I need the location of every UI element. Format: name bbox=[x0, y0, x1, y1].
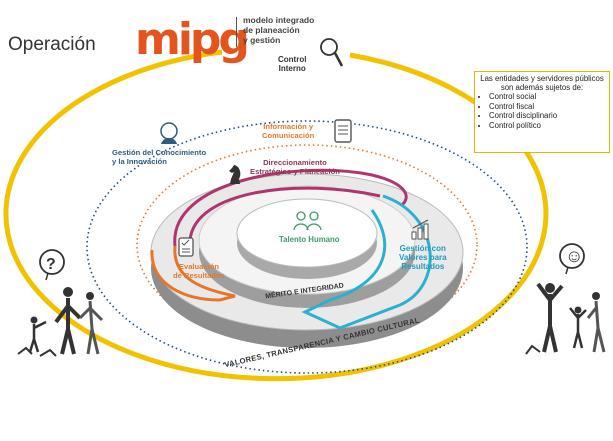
label-talento-humano: Talento Humano bbox=[279, 235, 340, 244]
left-family-illustration bbox=[17, 249, 104, 357]
question-bubble-text: ? bbox=[46, 256, 56, 273]
label-direccionamiento: Direccionamiento Estratégico y Planeació… bbox=[250, 158, 340, 176]
list-item: Control fiscal bbox=[489, 102, 605, 112]
label-line: Gestión del Conocimiento bbox=[112, 148, 207, 157]
list-item: Control disciplinario bbox=[489, 111, 605, 121]
control-interno-line: Control bbox=[278, 55, 307, 64]
label-line: Gestión con bbox=[399, 244, 446, 253]
label-line: y la Innovación bbox=[112, 157, 167, 166]
right-family-illustration bbox=[525, 243, 606, 355]
chess-knight-icon bbox=[229, 165, 241, 184]
evaluacion-arrow bbox=[150, 245, 236, 302]
outer-yellow-ring bbox=[3, 49, 549, 382]
label-informacion: Información y Comunicación bbox=[262, 122, 314, 140]
label-line: Estratégico y Planeación bbox=[250, 167, 340, 176]
control-interno-label: Control Interno bbox=[278, 55, 306, 73]
smile-bubble-text: ☺ bbox=[565, 246, 584, 266]
document-icon bbox=[334, 119, 352, 143]
bar-chart-icon bbox=[411, 219, 429, 240]
label-line: Direccionamiento bbox=[263, 158, 327, 167]
gestion-valores-arrow bbox=[301, 194, 432, 330]
logo-divider bbox=[236, 17, 237, 47]
dotted-ring-orange bbox=[136, 144, 478, 346]
people-group-icon bbox=[293, 211, 322, 231]
magnifier-icon bbox=[320, 38, 344, 67]
checklist-icon bbox=[178, 237, 194, 257]
label-line: Valores para bbox=[399, 253, 447, 262]
label-evaluacion: Evaluación de Resultados bbox=[173, 262, 225, 280]
label-gestion-valores: Gestión con Valores para Resultados bbox=[399, 244, 447, 271]
label-gestion-conocimiento: Gestión del Conocimiento y la Innovación bbox=[112, 148, 206, 166]
label-line: Evaluación bbox=[178, 262, 219, 271]
list-item: Control social bbox=[489, 92, 605, 102]
info-box-title-line: Las entidades y servidores públicos bbox=[480, 74, 604, 83]
control-interno-line: Interno bbox=[278, 64, 306, 73]
mipg-logo: mipg bbox=[135, 14, 250, 65]
logo-subtitle-line: y gestión bbox=[243, 35, 281, 45]
direccionamiento-arrow bbox=[173, 168, 408, 247]
label-line: Resultados bbox=[401, 262, 445, 271]
logo-subtitle-line: de planeación bbox=[243, 25, 300, 35]
info-box-title: Las entidades y servidores públicos son … bbox=[479, 74, 605, 92]
list-item: Control político bbox=[489, 121, 605, 131]
logo-subtitle-line: modelo integrado bbox=[243, 15, 315, 25]
section-title: Operación bbox=[8, 34, 96, 55]
info-box: Las entidades y servidores públicos son … bbox=[474, 71, 610, 153]
top-disc-top bbox=[236, 198, 378, 268]
label-line: de Resultados bbox=[173, 271, 225, 280]
knowledge-person-icon bbox=[160, 122, 178, 144]
label-line: Comunicación bbox=[262, 131, 315, 140]
dotted-ring-blue bbox=[86, 120, 528, 374]
logo-subtitle: modelo integrado de planeación y gestión bbox=[243, 15, 314, 45]
info-box-title-line: son además sujetos de: bbox=[500, 83, 584, 92]
info-box-list: Control social Control fiscal Control di… bbox=[479, 92, 605, 130]
label-line: Información y bbox=[263, 122, 314, 131]
